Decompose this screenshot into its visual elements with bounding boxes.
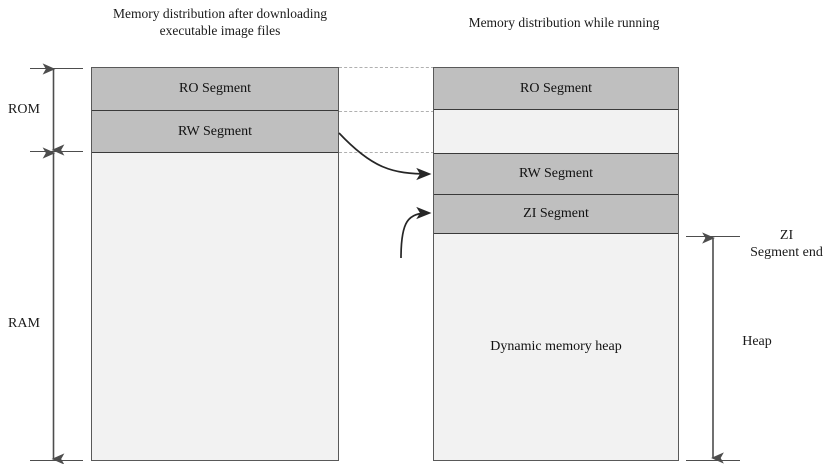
- heap-label: Heap: [742, 334, 772, 349]
- ram-label: RAM: [8, 316, 40, 331]
- right-segment-rw-label: RW Segment: [518, 166, 594, 181]
- right-segment-ro-label: RO Segment: [520, 80, 592, 96]
- guide-line-rw-bottom: [339, 152, 434, 153]
- right-memory-column: RO Segment RW Segment ZI Segment Dynamic…: [433, 67, 679, 461]
- left-segment-ro: RO Segment: [92, 68, 338, 111]
- ram-bottom-tick: [30, 460, 83, 461]
- left-segment-rw-label: RW Segment: [177, 123, 253, 139]
- right-segment-heap: Dynamic memory heap: [434, 234, 678, 460]
- right-segment-ro: RO Segment: [434, 68, 678, 110]
- zi-segment-end-line1: ZI: [779, 228, 794, 243]
- right-segment-heap-label: Dynamic memory heap: [490, 339, 622, 354]
- rom-bottom-tick: [30, 151, 83, 152]
- right-segment-zi-label: ZI Segment: [523, 206, 589, 221]
- left-memory-column: RO Segment RW Segment: [91, 67, 339, 461]
- heap-bottom-tick: [686, 460, 740, 461]
- guide-line-ro-bottom: [339, 111, 434, 112]
- zi-segment-end-label: ZI Segment end: [744, 227, 829, 261]
- rom-top-tick: [30, 68, 83, 69]
- right-segment-rw: RW Segment: [434, 153, 678, 195]
- left-segment-rw: RW Segment: [92, 111, 338, 153]
- left-segment-ro-label: RO Segment: [179, 81, 251, 96]
- right-segment-zi: ZI Segment: [434, 195, 678, 234]
- left-segment-free: [92, 153, 338, 460]
- guide-line-ro-top: [339, 67, 434, 68]
- right-diagram-title: Memory distribution while running: [468, 15, 660, 30]
- right-segment-gap: [434, 110, 678, 153]
- rw-segment-relocation-arrow: [338, 132, 432, 181]
- left-diagram-title: Memory distribution after downloading ex…: [112, 6, 328, 38]
- zi-segment-creation-arrow: [400, 206, 432, 259]
- zi-segment-end-tick: [686, 236, 740, 237]
- rom-label: ROM: [8, 102, 40, 117]
- zi-segment-end-line2: Segment end: [750, 245, 823, 260]
